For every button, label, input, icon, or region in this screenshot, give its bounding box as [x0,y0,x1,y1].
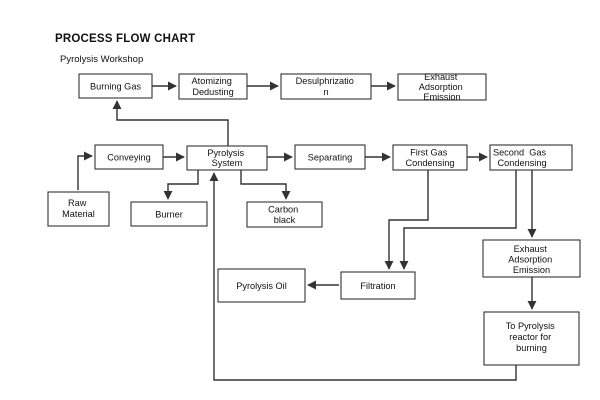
node-to-pyrolysis-reactor: To Pyrolysis reactor for burning [483,311,580,366]
svg-text:Second Gas Condensing: Second Gas Condensing [0,0,569,168]
edge-first-gas-to-filtration [384,170,429,270]
node-conveying: Conveying [94,144,164,170]
node-filtration: Filtration [340,271,416,300]
svg-text:Pyrolysis Oil: Pyrolysis Oil [236,281,287,291]
workshop-label: Pyrolysis Workshop [60,54,144,65]
node-exhaust-adsorption-right: Exhaust Adsorption Emission [482,239,581,278]
edge-pyrolysis-to-carbon [240,170,291,200]
edge-pyrolysis-to-burning-gas [112,100,229,146]
svg-text:Separating: Separating [308,153,352,163]
node-first-gas-condensing: First Gas Condensing [392,144,468,171]
node-second-gas-condensing: Second Gas Condensing [0,0,573,171]
svg-text:Conveying: Conveying [107,153,150,163]
svg-text:Raw Material: Raw Material [62,198,95,219]
edge-second-gas-to-filtration [399,170,517,270]
node-exhaust-adsorption-top: Exhaust Adsorption Emission [397,72,487,102]
edge-raw-to-conveying [77,151,93,190]
edge-pyrolysis-to-burner [163,170,199,200]
node-atomizing-dedusting: Atomizing Dedusting [178,73,248,100]
node-carbon-black: Carbon black [246,201,323,228]
node-pyrolysis-system: Pyrolysis System [186,145,268,171]
svg-text:To Pyrolysis reactor f: To Pyrolysis reactor for burning [506,321,558,353]
svg-text:Filtration: Filtration [360,281,395,291]
svg-text:Burner: Burner [155,210,183,220]
node-raw-material: Raw Material [47,191,110,227]
node-separating: Separating [294,144,366,170]
svg-text:Atomizing Dedusting: Atomizing Dedusting [192,76,235,97]
svg-text:First Gas Condensing: First Gas Condensing [405,148,454,169]
svg-text:Exhaust Adsorption: Exhaust Adsorption Emission [508,244,555,275]
node-desulphrization: Desulphrizatio n [280,73,372,100]
svg-text:Pyrolysis System: Pyrolysis System [207,148,246,168]
svg-text:Desulphrizatio n: Desulphrizatio n [296,76,357,97]
edge-reactor-to-pyrolysis [209,172,517,381]
node-burning-gas: Burning Gas [78,73,153,99]
node-burner: Burner [130,201,208,227]
svg-text:Carbon black: Carbon black [268,205,301,226]
page-title: PROCESS FLOW CHART [55,33,196,45]
svg-text:Exhaust Adsorption: Exhaust Adsorption Emission [419,72,466,102]
svg-text:Burning Gas: Burning Gas [90,82,141,92]
node-pyrolysis-oil: Pyrolysis Oil [217,268,306,303]
